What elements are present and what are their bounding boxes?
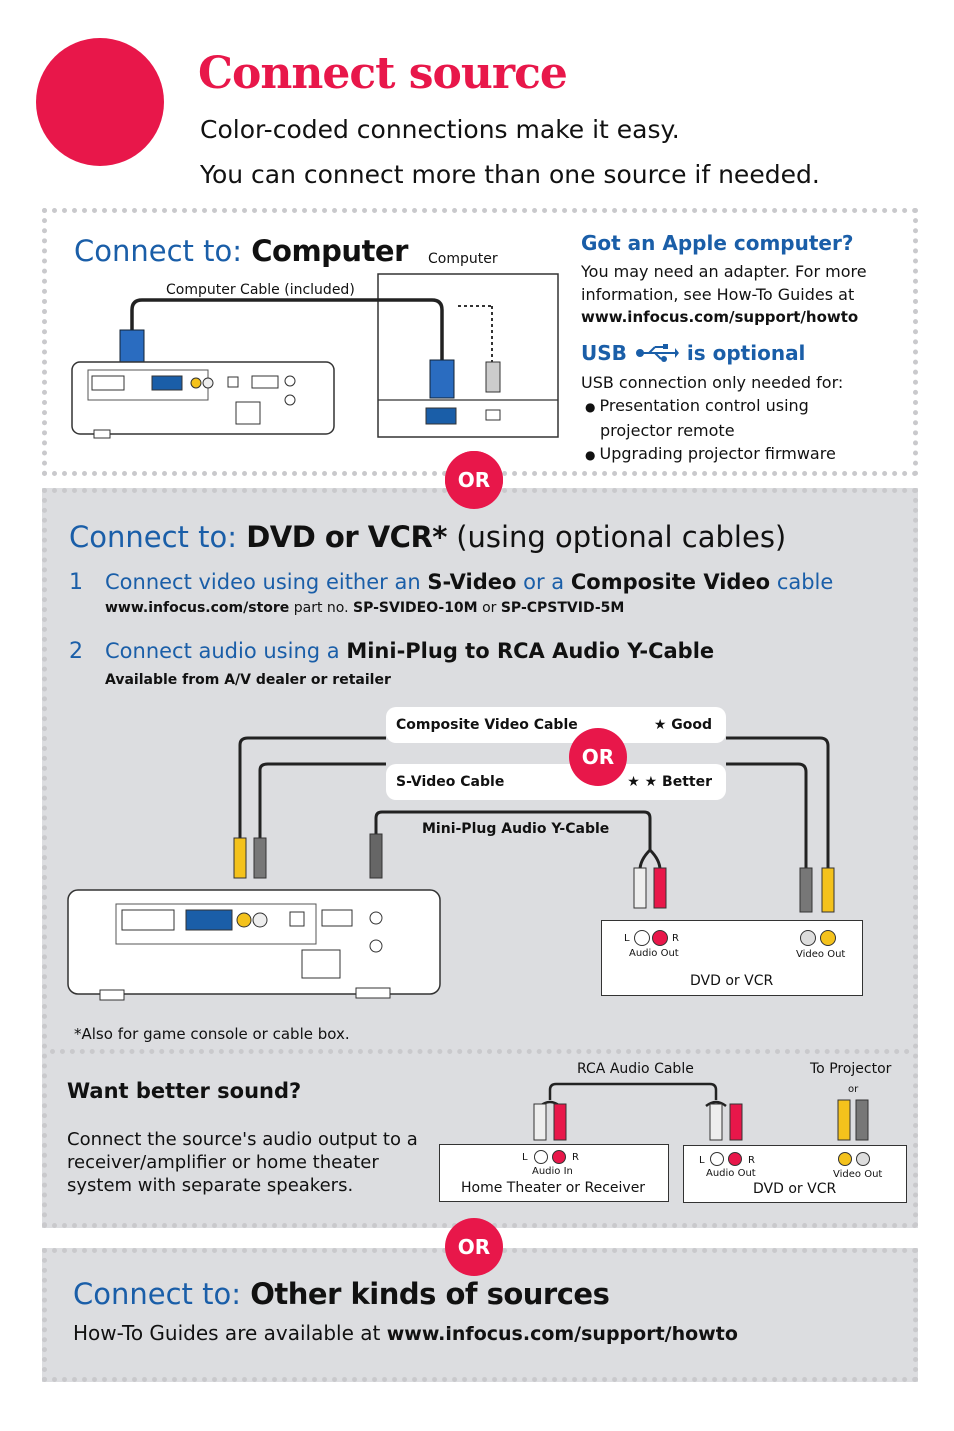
svideo-cable bbox=[258, 762, 386, 840]
apple-heading: Got an Apple computer? bbox=[581, 231, 854, 255]
computer-vga-port-icon bbox=[425, 407, 457, 425]
svideo-cable-label: S-Video Cable ★ ★ Better bbox=[386, 764, 726, 800]
page-title: Connect source bbox=[198, 48, 568, 99]
sound-heading: Want better sound? bbox=[67, 1079, 302, 1103]
footnote: *Also for game console or cable box. bbox=[74, 1025, 350, 1043]
composite-rating: ★ Good bbox=[653, 717, 712, 733]
dvd-heading: Connect to: DVD or VCR* (using optional … bbox=[69, 520, 787, 554]
ht-audio-in-label: Audio In bbox=[532, 1166, 573, 1177]
rca-plug-red-icon bbox=[653, 867, 667, 909]
miniplug-cable bbox=[374, 810, 652, 850]
miniplug-cable-label: Mini-Plug Audio Y-Cable bbox=[422, 821, 610, 837]
dvd2-l-label: L bbox=[699, 1155, 705, 1166]
ht-r-label: R bbox=[572, 1152, 579, 1163]
rca-red-plug-dvd-icon bbox=[729, 1103, 743, 1141]
dvd-audio-l-jack-icon bbox=[634, 930, 650, 946]
dvd-cable-diagram bbox=[67, 736, 835, 1001]
rca-cable-diagram bbox=[533, 1082, 869, 1141]
projector-power-socket-icon bbox=[235, 401, 261, 425]
apple-howto-link: www.infocus.com/support/howto bbox=[581, 308, 859, 326]
step1-parts: www.infocus.com/store part no. SP-SVIDEO… bbox=[105, 600, 625, 616]
or-badge-1-front: OR bbox=[445, 451, 503, 509]
dvd-video-out-label: Video Out bbox=[796, 949, 846, 960]
other-text: How-To Guides are available at www.infoc… bbox=[73, 1321, 738, 1345]
dvd-device-name: DVD or VCR bbox=[690, 973, 774, 989]
ht-l-label: L bbox=[522, 1152, 528, 1163]
dvd2-r-label: R bbox=[748, 1155, 755, 1166]
rca-white-plug-dvd-icon bbox=[709, 1103, 723, 1141]
svideo-plug-left-icon bbox=[253, 837, 267, 879]
subtitle-line-2: You can connect more than one source if … bbox=[200, 160, 820, 189]
sound-text: Connect the source's audio output to a r… bbox=[67, 1129, 418, 1196]
subtitle-line-1: Color-coded connections make it easy. bbox=[200, 115, 680, 144]
or-badge-2: OR bbox=[445, 1218, 503, 1276]
usb-icon bbox=[635, 344, 679, 362]
to-projector-label: To Projector bbox=[810, 1061, 892, 1077]
vga-connector-computer-end bbox=[429, 359, 455, 399]
step2-number: 2 bbox=[69, 639, 83, 664]
computer-heading: Connect to: Computer bbox=[74, 234, 408, 268]
or-small-label: or bbox=[848, 1084, 859, 1095]
or-badge-cables: OR bbox=[569, 728, 627, 786]
dvd2-video-out-label: Video Out bbox=[833, 1169, 883, 1180]
svideo-plug-right-icon bbox=[799, 867, 813, 913]
dvd2-audio-r-jack-icon bbox=[728, 1152, 742, 1166]
rca-white-plug-ht-icon bbox=[533, 1103, 547, 1141]
dvd-composite-jack-icon bbox=[820, 930, 836, 946]
usb-heading: USB is optional bbox=[581, 341, 806, 365]
dvd-svideo-jack-icon bbox=[800, 930, 816, 946]
composite-plug-left-icon bbox=[233, 837, 247, 879]
usb-connector bbox=[485, 361, 501, 393]
dvd-audio-r-jack-icon bbox=[652, 930, 668, 946]
dvd2-audio-l-jack-icon bbox=[710, 1152, 724, 1166]
computer-label: Computer bbox=[428, 251, 498, 267]
other-heading: Connect to: Other kinds of sources bbox=[73, 1277, 610, 1311]
dvd-r-label: R bbox=[672, 933, 679, 944]
apple-text: You may need an adapter. For more inform… bbox=[581, 260, 867, 329]
dvd-audio-out-label: Audio Out bbox=[629, 948, 679, 959]
composite-cable-label: Composite Video Cable ★ Good bbox=[386, 707, 726, 743]
composite-cable bbox=[238, 736, 386, 840]
usb-text: USB connection only needed for: Presenta… bbox=[581, 371, 843, 467]
rca-red-plug-ht-icon bbox=[553, 1103, 567, 1141]
dvd2-device-name: DVD or VCR bbox=[753, 1181, 837, 1197]
miniplug-icon bbox=[369, 833, 383, 879]
dvd2-svideo-jack-icon bbox=[856, 1152, 870, 1166]
section-marker-dot bbox=[36, 38, 164, 166]
computer-cable bbox=[130, 298, 444, 365]
dvd2-composite-jack-icon bbox=[838, 1152, 852, 1166]
step1-text: Connect video using either an S-Video or… bbox=[105, 570, 834, 594]
projector-svideo-plug-icon bbox=[855, 1099, 869, 1141]
other-howto-link: www.infocus.com/support/howto bbox=[386, 1323, 738, 1345]
computer-diagram bbox=[71, 273, 559, 439]
ht-audio-l-jack-icon bbox=[534, 1150, 548, 1164]
composite-plug-right-icon bbox=[821, 867, 835, 913]
rca-plug-white-icon bbox=[633, 867, 647, 909]
projector-composite-plug-icon bbox=[837, 1099, 851, 1141]
dvd-divider bbox=[50, 1049, 910, 1054]
step2-text: Connect audio using a Mini-Plug to RCA A… bbox=[105, 639, 715, 663]
computer-usb-port-icon bbox=[485, 409, 501, 421]
computer-cable-label: Computer Cable (included) bbox=[166, 282, 355, 298]
rca-cable-label: RCA Audio Cable bbox=[577, 1061, 694, 1077]
dvd-l-label: L bbox=[624, 933, 630, 944]
dvd2-audio-out-label: Audio Out bbox=[706, 1168, 756, 1179]
step1-number: 1 bbox=[69, 570, 83, 595]
svideo-rating: ★ ★ Better bbox=[627, 774, 712, 790]
projector-power-socket-icon-2 bbox=[301, 949, 341, 979]
step2-note: Available from A/V dealer or retailer bbox=[105, 672, 391, 688]
ht-device-name: Home Theater or Receiver bbox=[461, 1180, 646, 1196]
ht-audio-r-jack-icon bbox=[552, 1150, 566, 1164]
dvd-panel bbox=[42, 488, 918, 1228]
